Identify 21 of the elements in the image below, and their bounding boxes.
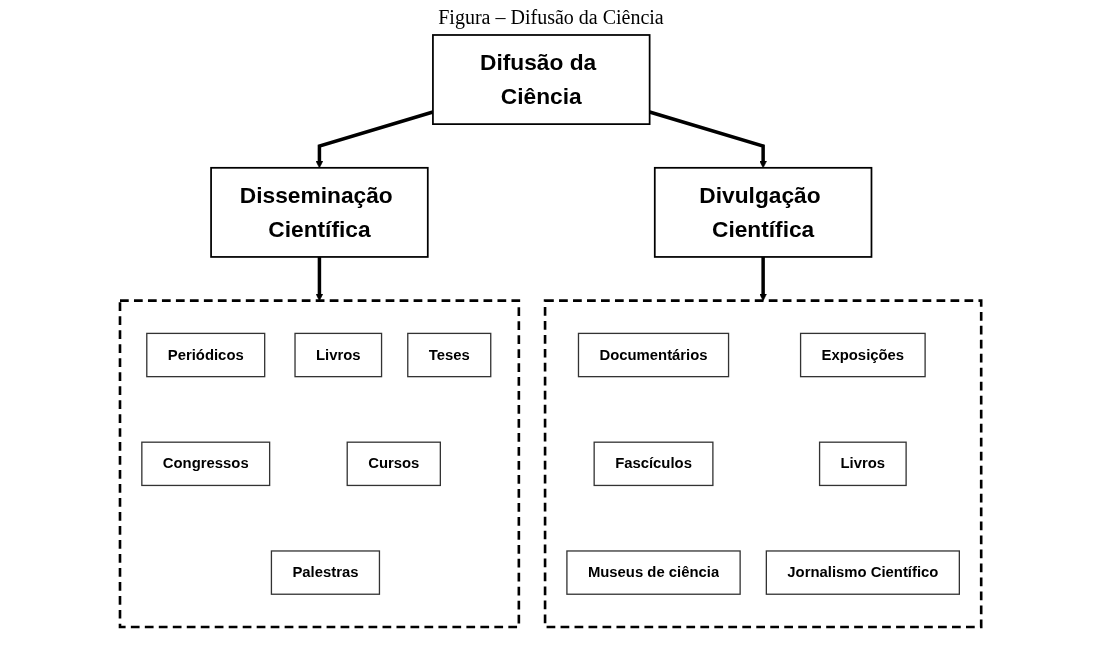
- node-box: Livros: [819, 441, 908, 487]
- arrow: [316, 110, 434, 169]
- node-box: Congressos: [141, 441, 271, 487]
- cluster: [544, 299, 983, 629]
- node-box: Periódicos: [146, 332, 266, 378]
- cluster: [119, 299, 521, 629]
- node-box: Documentários: [578, 332, 730, 378]
- node-box: Disseminação Científica: [210, 166, 430, 258]
- node-box: Exposições: [800, 332, 927, 378]
- node-box: Teses: [407, 332, 492, 378]
- node-box: Fascículos: [593, 441, 714, 487]
- node-box: Museus de ciência: [566, 550, 742, 595]
- node-box: Palestras: [271, 550, 381, 595]
- arrow: [316, 256, 324, 301]
- node-box: Livros: [294, 332, 383, 378]
- node-box: Jornalismo Científico: [766, 550, 961, 595]
- node-box: Cursos: [346, 441, 442, 487]
- node-box: Divulgação Científica: [654, 166, 873, 258]
- figure-title: Figura – Difusão da Ciência: [438, 6, 664, 28]
- node-box: Difusão da Ciência: [432, 34, 651, 125]
- arrow: [759, 256, 768, 301]
